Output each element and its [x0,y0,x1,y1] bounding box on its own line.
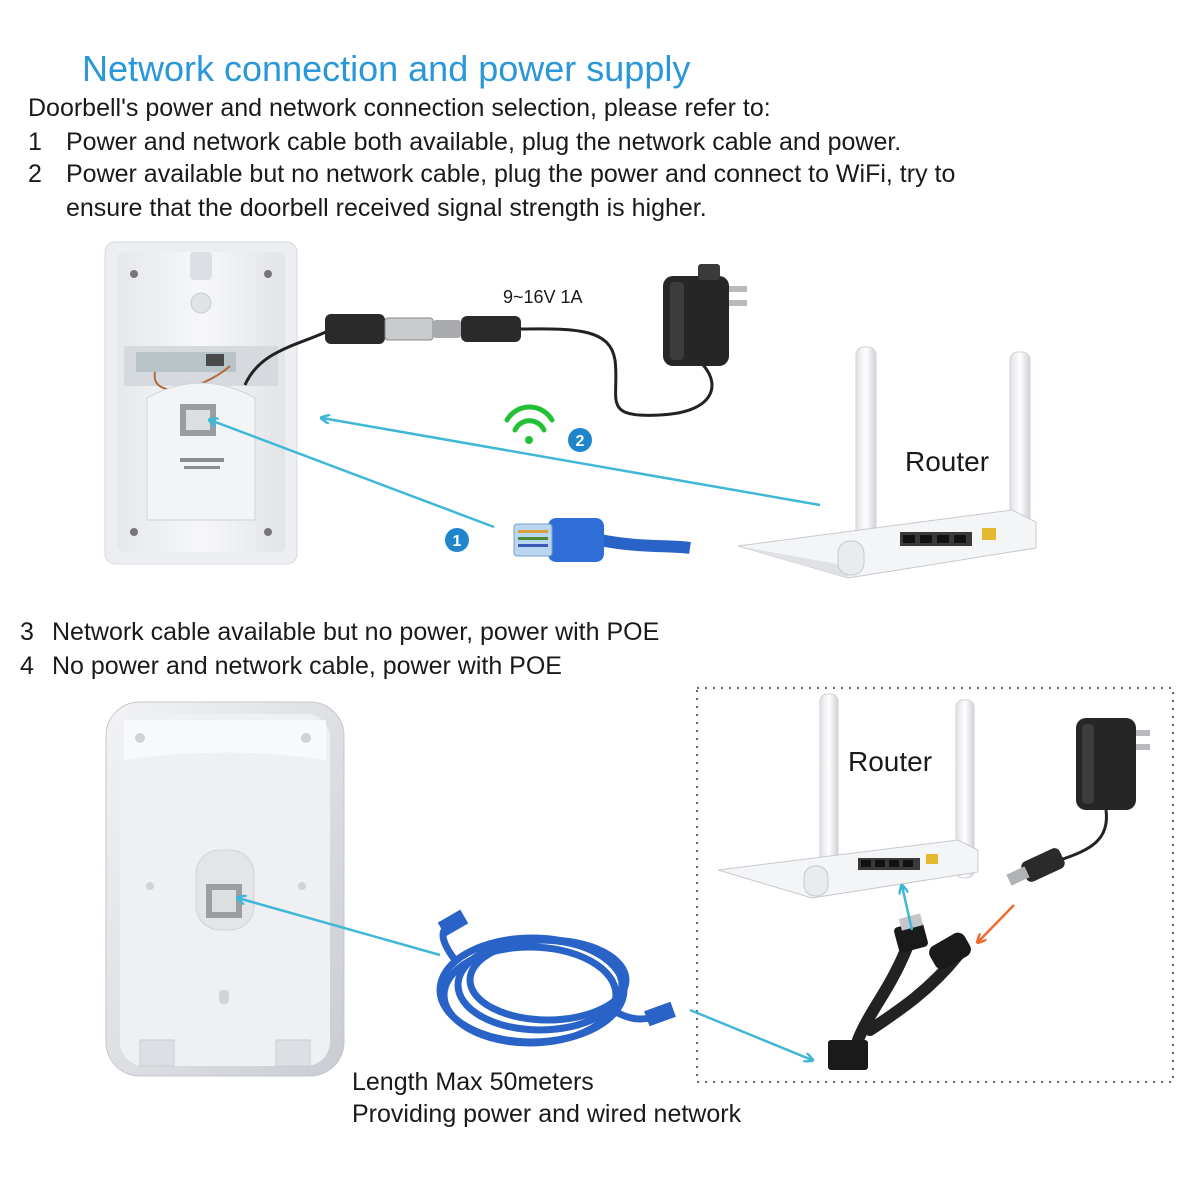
page-title: Network connection and power supply [82,48,691,89]
arrow-cable-to-doorbell [210,420,495,529]
option-text: No power and network cable, power with P… [52,652,562,680]
option-3: 3 Network cable available but no power, p… [20,618,659,647]
ethernet-cable-coil [436,921,651,1047]
arrow-adapter-to-splitter [978,904,1015,942]
arrow-coil-to-doorbell [238,898,441,957]
cable-function-note: Providing power and wired network [352,1100,742,1128]
cable-plug-right [644,1001,676,1027]
arrow-coil-to-splitter [689,1008,812,1060]
option-text: Power available but no network cable, pl… [66,160,956,188]
router-label-top: Router [905,446,990,477]
option-number: 2 [28,160,42,188]
adapter-voltage-label: 9~16V 1A [503,287,583,307]
poe-splitter [828,913,971,1070]
option-text: Network cable available but no power, po… [52,618,660,646]
option-4: 4 No power and network cable, power with … [20,652,562,681]
option-number: 3 [20,618,34,646]
option-number: 4 [20,652,34,680]
ethernet-cable-top [513,518,691,562]
option-2: 2 Power available but no network cable, p… [28,160,955,189]
option-text: Power and network cable both available, … [66,128,902,156]
cable-length-note: Length Max 50meters [352,1068,594,1096]
option-1: 1 Power and network cable both available,… [28,128,901,157]
poe-dotted-box [696,687,1174,1083]
option-number: 1 [28,128,42,156]
svg-text:2: 2 [576,433,585,450]
badge-1: 1 [445,528,469,552]
router-label-bottom: Router [848,746,933,777]
option-2-continued: ensure that the doorbell received signal… [66,194,707,222]
cable-plug-left [437,909,469,937]
badge-2: 2 [568,428,592,452]
power-adapter-bottom [1006,718,1150,886]
router-bottom [717,693,979,899]
doorbell-back-plate [104,241,298,565]
svg-text:1: 1 [453,533,462,550]
arrow-splitter-to-router [902,886,914,931]
arrow-wifi-to-doorbell [322,418,821,507]
doorbell-front-plate [105,701,345,1077]
power-adapter-top [243,264,747,417]
router-top [737,346,1037,579]
wifi-icon [504,404,555,444]
intro-text: Doorbell's power and network connection … [28,94,771,122]
